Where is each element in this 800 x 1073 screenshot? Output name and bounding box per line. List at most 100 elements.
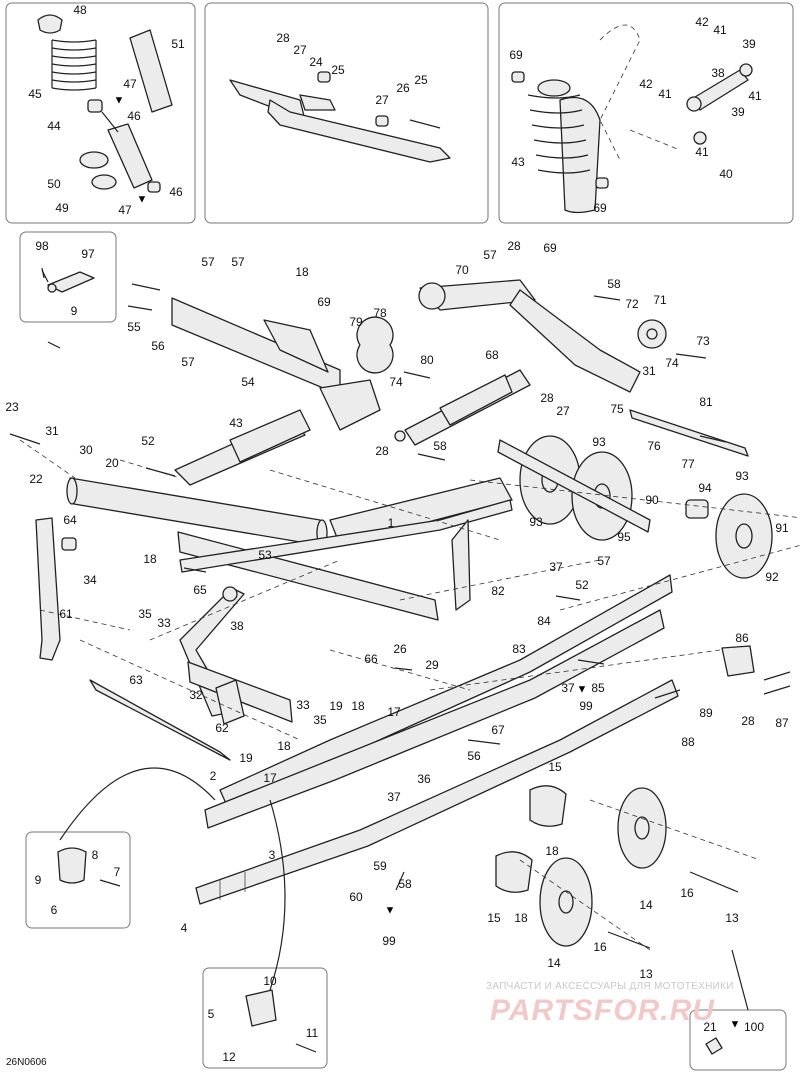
callout-label: 100: [743, 1020, 765, 1034]
callout-label: 99: [579, 699, 593, 713]
callout-label: 18: [277, 739, 291, 753]
callout-label: 69: [593, 201, 607, 215]
callout-label: 27: [293, 43, 307, 57]
bolts: [9, 267, 791, 1053]
callout-label: 69: [509, 48, 523, 62]
callout-label: 28: [375, 444, 389, 458]
callout-label: 39: [742, 37, 756, 51]
shock-spring-drawing: [37, 14, 173, 193]
callout-label: 92: [765, 570, 779, 584]
callout-label: 8: [91, 848, 99, 862]
callout-label: 50: [47, 177, 61, 191]
callout-label: 41: [713, 23, 727, 37]
callout-label: 65: [193, 583, 207, 597]
callout-label: 43: [229, 416, 243, 430]
callout-label: 25: [331, 63, 345, 77]
callout-label: 81: [699, 395, 713, 409]
idler-wheels: [495, 435, 773, 947]
lubricant-drop-icon: ▼: [729, 1018, 741, 1031]
rails-main: [89, 477, 679, 905]
inset-front-arm: [204, 2, 489, 224]
callout-label: 9: [34, 873, 42, 887]
callout-label: 22: [29, 472, 43, 486]
callout-label: 33: [296, 698, 310, 712]
callout-label: 24: [309, 55, 323, 69]
callout-label: 78: [373, 306, 387, 320]
callout-label: 28: [540, 391, 554, 405]
callout-label: 60: [349, 890, 363, 904]
callout-label: 73: [696, 334, 710, 348]
callout-label: 84: [537, 614, 551, 628]
callout-label: 27: [375, 93, 389, 107]
lubricant-drop-icon: ▼: [576, 683, 588, 696]
callout-label: 2: [209, 769, 217, 783]
watermark-caption: ЗАПЧАСТИ И АКСЕССУАРЫ ДЛЯ МОТОТЕХНИКИ: [486, 981, 734, 992]
callout-label: 68: [485, 348, 499, 362]
callout-label: 5: [207, 1007, 215, 1021]
inset-end-bracket: [25, 831, 131, 929]
callout-label: 46: [127, 109, 141, 123]
callout-label: 28: [276, 31, 290, 45]
callout-label: 3: [268, 848, 276, 862]
callout-label: 43: [511, 155, 525, 169]
callout-label: 1: [387, 516, 395, 530]
callout-label: 57: [483, 248, 497, 262]
callout-label: 49: [55, 201, 69, 215]
callout-label: 79: [349, 315, 363, 329]
front-arm-drawing: [229, 71, 451, 163]
inset-frames: [5, 2, 794, 1071]
callout-label: 35: [138, 607, 152, 621]
callout-label: 41: [748, 89, 762, 103]
callout-label: 85: [591, 681, 605, 695]
callout-label: 53: [258, 548, 272, 562]
callout-label: 95: [617, 530, 631, 544]
callout-label: 39: [731, 105, 745, 119]
callout-label: 57: [201, 255, 215, 269]
callout-label: 57: [181, 355, 195, 369]
lubricant-drop-icon: ▼: [113, 94, 125, 107]
callout-label: 18: [545, 844, 559, 858]
callout-label: 41: [658, 87, 672, 101]
callout-label: 23: [5, 400, 19, 414]
callout-label: 19: [239, 751, 253, 765]
callout-label: 18: [351, 699, 365, 713]
callout-label: 30: [79, 443, 93, 457]
callout-label: 47: [118, 203, 132, 217]
callout-label: 17: [387, 705, 401, 719]
callout-label: 69: [543, 241, 557, 255]
callout-label: 16: [593, 940, 607, 954]
callout-label: 64: [63, 513, 77, 527]
inset-rear-shock: [498, 2, 794, 224]
callout-label: 42: [695, 15, 709, 29]
inset-stopper: [19, 231, 117, 323]
callout-label: 56: [151, 339, 165, 353]
callout-label: 6: [50, 903, 58, 917]
callout-label: 54: [241, 375, 255, 389]
callout-label: 86: [735, 631, 749, 645]
callout-label: 14: [547, 956, 561, 970]
inset-shock-spring: [5, 2, 196, 224]
callout-label: 44: [47, 119, 61, 133]
callout-label: 38: [711, 66, 725, 80]
callout-label: 32: [189, 688, 203, 702]
callout-label: 74: [389, 375, 403, 389]
callout-label: 37: [561, 681, 575, 695]
callout-label: 7: [113, 865, 121, 879]
callout-label: 21: [703, 1020, 717, 1034]
callout-label: 27: [556, 404, 570, 418]
callout-label: 58: [607, 277, 621, 291]
callout-label: 91: [775, 521, 789, 535]
callout-label: 15: [548, 760, 562, 774]
callout-label: 31: [642, 364, 656, 378]
callout-label: 40: [719, 167, 733, 181]
callout-label: 38: [230, 619, 244, 633]
inset-grease-fitting: [689, 1009, 787, 1071]
callout-label: 58: [398, 877, 412, 891]
callout-label: 93: [735, 469, 749, 483]
callout-label: 37: [549, 560, 563, 574]
callout-label: 99: [382, 934, 396, 948]
rear-shock-drawing: [511, 24, 753, 214]
callout-label: 18: [295, 265, 309, 279]
callout-label: 98: [35, 239, 49, 253]
